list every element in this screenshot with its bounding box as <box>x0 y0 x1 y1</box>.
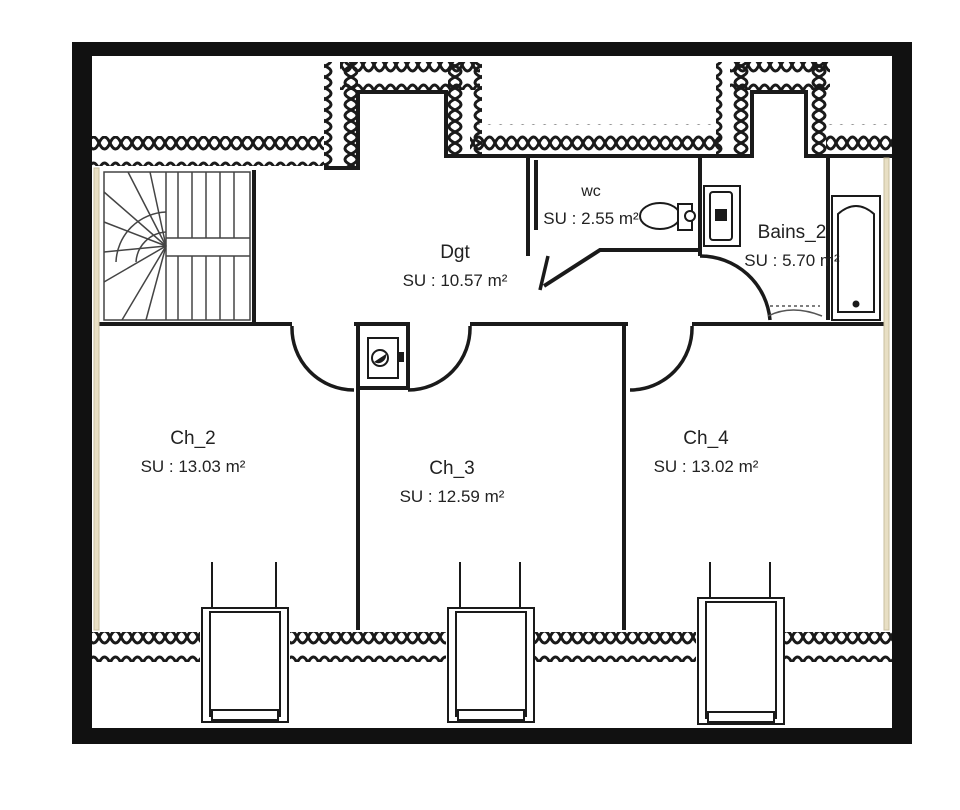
boiler-icon <box>367 337 404 379</box>
skylight-icon <box>447 562 535 723</box>
room-name-ch3: Ch_3 <box>429 458 474 479</box>
bathtub-icon <box>831 195 881 321</box>
room-area-dgt: SU : 10.57 m² <box>403 271 508 290</box>
skylights <box>201 562 785 725</box>
partition-walls <box>96 90 892 630</box>
room-area-ch3: SU : 12.59 m² <box>400 487 505 506</box>
stairs-icon <box>103 171 251 321</box>
sink-icon <box>703 185 741 247</box>
room-name-bains2: Bains_2 <box>758 222 827 243</box>
toilet-icon <box>639 202 696 231</box>
room-name-ch2: Ch_2 <box>170 428 215 449</box>
room-labels: Dgt SU : 10.57 m² wc SU : 2.55 m² Bains_… <box>141 183 840 506</box>
bath-floor-marks <box>767 305 823 317</box>
door-swings <box>290 254 772 392</box>
room-name-ch4: Ch_4 <box>683 428 729 449</box>
room-name-dgt: Dgt <box>440 242 470 263</box>
room-area-wc: SU : 2.55 m² <box>543 209 639 228</box>
skylight-icon <box>201 562 289 723</box>
side-beams <box>93 157 890 631</box>
skylight-icon <box>697 562 785 725</box>
room-name-wc: wc <box>580 183 601 200</box>
room-area-ch4: SU : 13.02 m² <box>654 457 759 476</box>
roof-insulation <box>92 62 892 662</box>
outer-walls <box>72 42 912 744</box>
room-area-bains2: SU : 5.70 m² <box>744 251 840 270</box>
room-area-ch2: SU : 13.03 m² <box>141 457 246 476</box>
